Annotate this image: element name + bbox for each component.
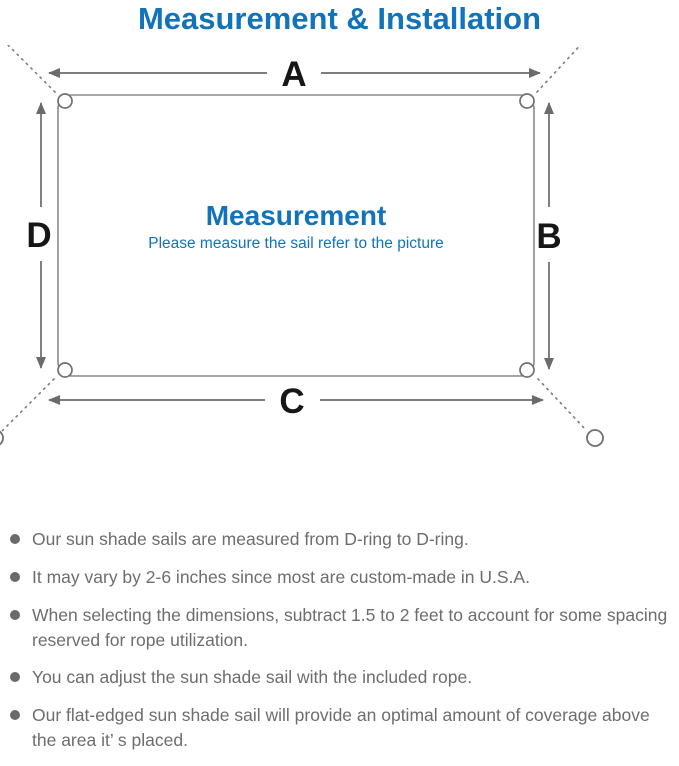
dimension-arrows [36, 68, 554, 405]
bullet-icon [10, 534, 20, 544]
measurement-installation-infographic: Measurement & Installation [0, 1, 667, 750]
dim-label-b: B [536, 217, 561, 256]
note-text: It may vary by 2-6 inches since most are… [32, 566, 530, 587]
bullet-icon [10, 609, 20, 620]
list-item: Our flat-edged sun shade sail will provi… [9, 703, 673, 753]
list-item: Our sun shade sails are measured from D-… [9, 527, 673, 552]
diagram-center-title: Measurement [206, 200, 387, 231]
d-ring-bottom-left [57, 362, 73, 378]
mounting-ring-bottom-right [586, 429, 604, 447]
measurement-notes-list: Our sun shade sails are measured from D-… [0, 527, 679, 766]
d-ring-top-right [519, 93, 535, 109]
mounting-rings [0, 429, 604, 447]
bullet-icon [10, 710, 20, 721]
note-text: Our flat-edged sun shade sail will provi… [32, 705, 650, 751]
list-item: When selecting the dimensions, subtract … [9, 603, 673, 653]
note-text: You can adjust the sun shade sail with t… [32, 667, 473, 688]
list-item: You can adjust the sun shade sail with t… [9, 665, 673, 690]
sail-measurement-diagram: A B C D Measurement Please measure the s… [0, 45, 604, 447]
note-text: Our sun shade sails are measured from D-… [32, 529, 469, 549]
diagram-center-subtitle: Please measure the sail refer to the pic… [148, 235, 444, 252]
list-item: It may vary by 2-6 inches since most are… [9, 565, 673, 590]
dim-label-c: C [279, 382, 304, 421]
corner-d-rings [57, 93, 535, 378]
page-title: Measurement & Installation [137, 1, 542, 36]
dim-label-a: A [281, 55, 306, 94]
note-text: When selecting the dimensions, subtract … [32, 604, 668, 650]
anchor-dotted-lines [1, 45, 588, 432]
bullet-icon [10, 571, 20, 582]
d-ring-top-left [57, 93, 73, 109]
bullet-icon [10, 672, 20, 683]
d-ring-bottom-right [519, 362, 535, 378]
dim-label-d: D [26, 216, 51, 255]
mounting-ring-bottom-left [0, 430, 4, 446]
sail-outline [57, 94, 535, 377]
